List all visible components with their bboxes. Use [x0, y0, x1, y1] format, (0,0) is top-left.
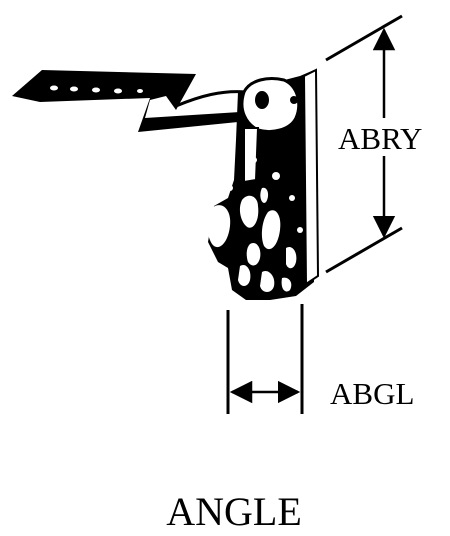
height-dimension-label: ABRY [338, 121, 422, 156]
width-dimension: ABGL [226, 304, 414, 414]
angle-bracket-part [12, 68, 320, 300]
height-extension-bottom [325, 226, 403, 274]
pivot-hole [255, 91, 269, 109]
body-edge-strip [302, 68, 320, 286]
bracket-wire [175, 90, 247, 108]
height-dimension: ABRY [325, 14, 440, 274]
width-dimension-label: ABGL [330, 376, 414, 411]
bracket-arm [12, 70, 240, 132]
pivot-boss [240, 77, 301, 133]
diagram-caption: ANGLE [166, 489, 302, 534]
height-extension-top [325, 14, 403, 62]
casting-highlights [206, 157, 303, 292]
arm-holes [50, 85, 143, 94]
